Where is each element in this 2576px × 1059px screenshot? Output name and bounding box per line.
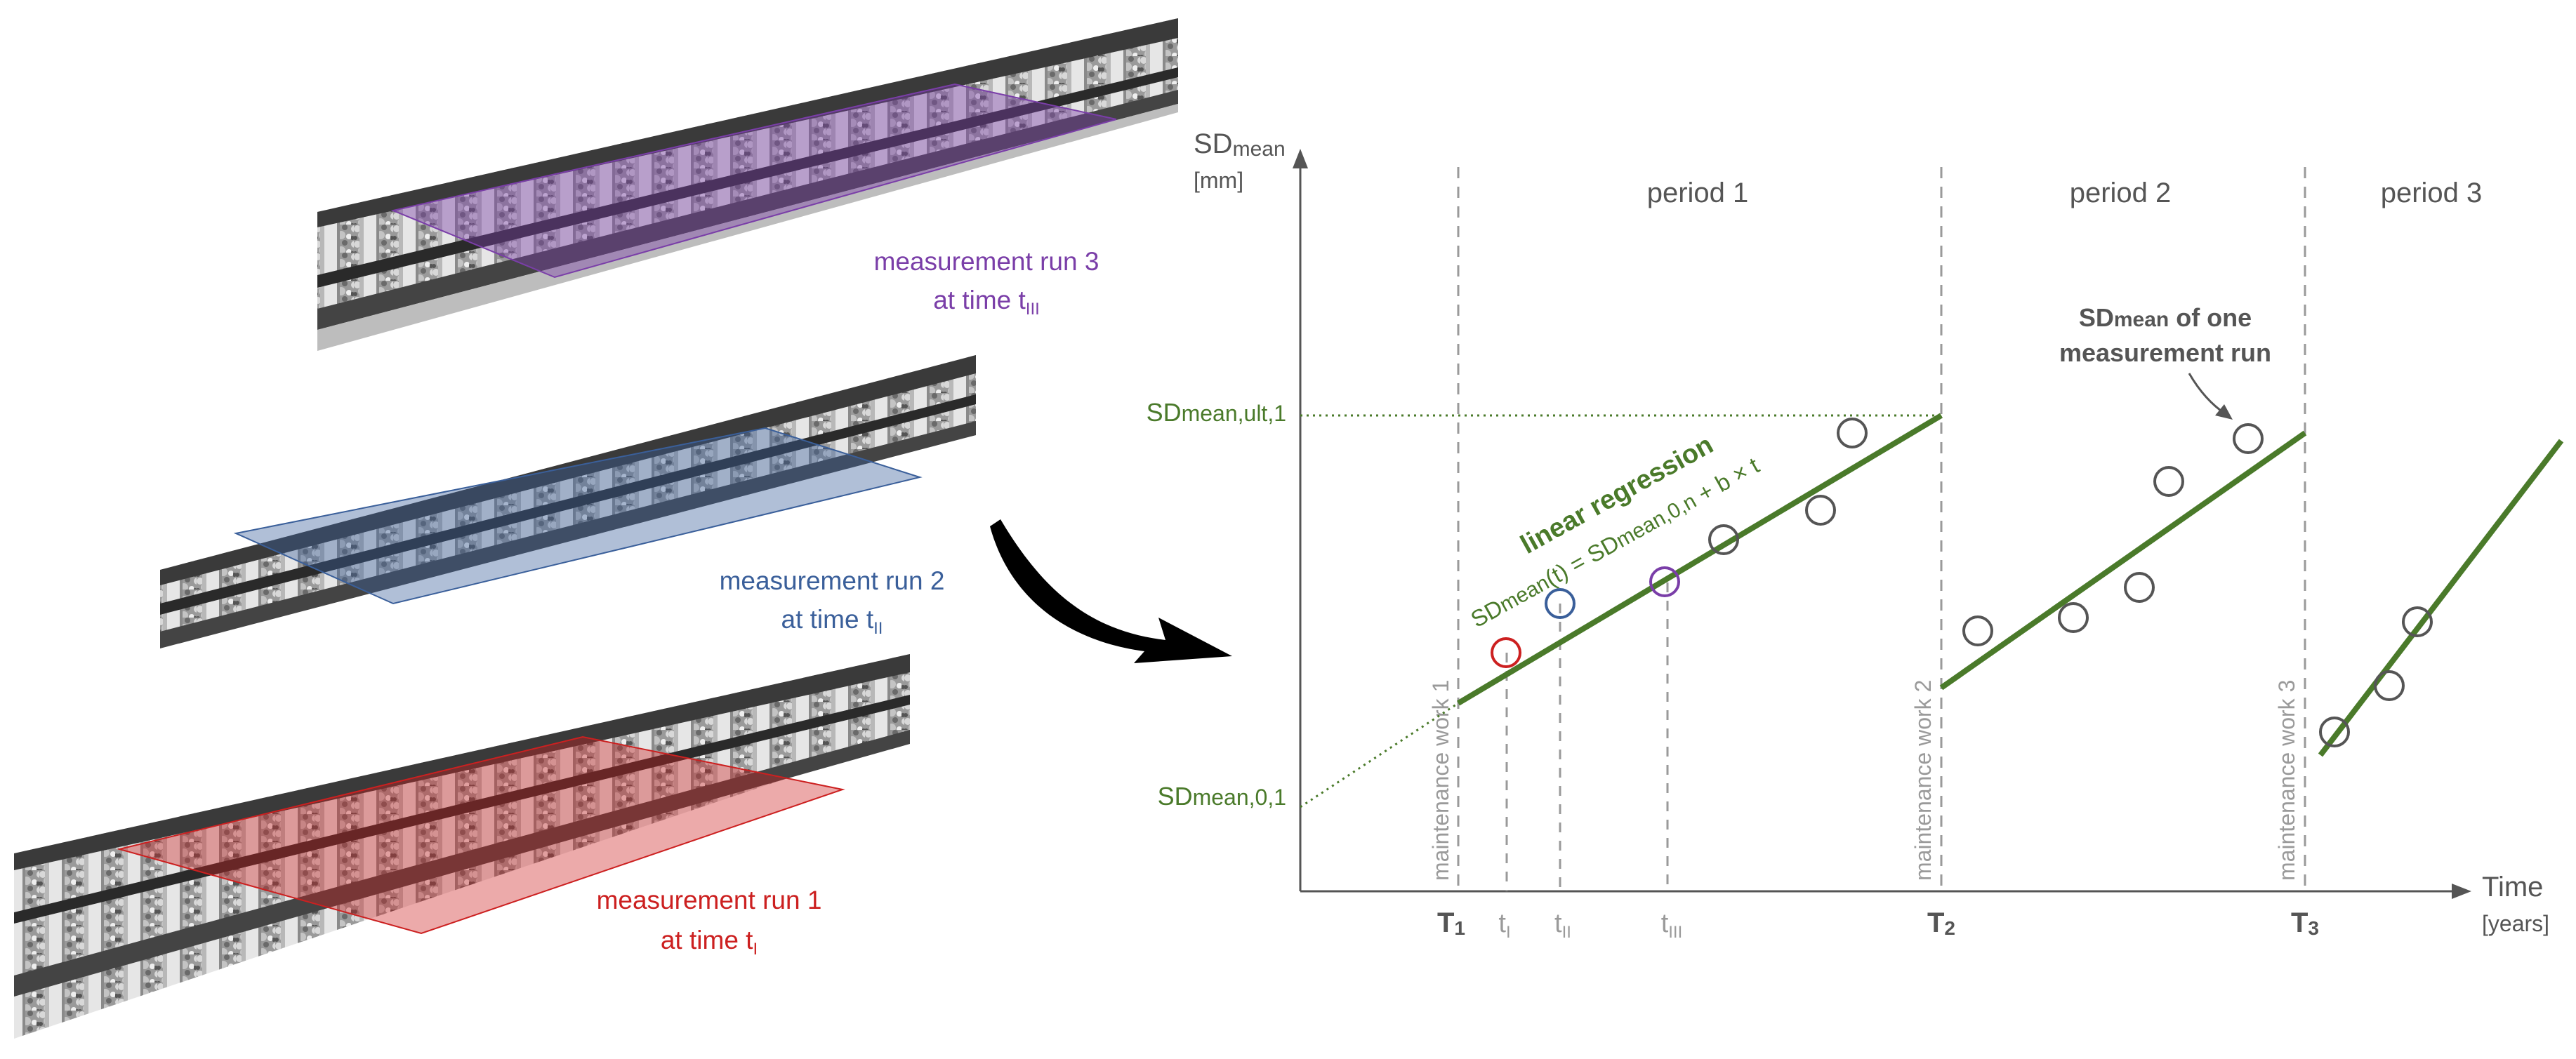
transition-arrow [990,519,1232,663]
data-point [1837,418,1868,448]
track-run-3: measurement run 3 at time tIII [317,18,1178,351]
data-point [1708,524,1739,555]
track-run-1: measurement run 1 at time tI [14,654,910,1039]
measurement-overlay-run-2 [233,427,923,605]
run-1-label: measurement run 1 [597,886,822,914]
period-3-label: period 3 [2381,178,2483,208]
annotation-line-1: SDmean of one [2079,303,2252,332]
data-point [2319,717,2350,747]
maintenance-label-3: maintenance work 3 [2274,680,2299,881]
y-axis-label: SDmean [1194,128,1286,161]
x-axis-unit: [years] [2482,911,2549,936]
y-axis-unit: [mm] [1194,168,1243,193]
annotation-arrowhead-icon [2215,404,2233,420]
sd-zero-label: SDmean,0,1 [1158,782,1286,811]
regression-line-period-1 [1456,413,1943,706]
data-point [2153,466,2184,497]
tick-tII: tII [1554,909,1571,942]
period-1-label: period 1 [1647,178,1749,208]
measurement-overlay-run-1 [117,735,845,935]
data-point [2402,606,2433,637]
tick-T1: T1 [1437,907,1465,939]
run-2-label: measurement run 2 [720,566,945,595]
run-3-time: at time tIII [933,286,1040,319]
maintenance-label-2: maintenance work 2 [1910,680,1936,881]
tick-tI: tI [1498,909,1510,942]
y-axis-arrow-icon [1293,149,1308,168]
data-point [2124,572,2155,603]
data-point [1962,615,1993,646]
x-axis-arrow-icon [2452,884,2471,899]
period-2-label: period 2 [2070,178,2172,208]
x-axis-label: Time [2482,872,2543,903]
point-run-2 [1545,588,1576,619]
annotation-line-2: measurement run [2059,338,2271,367]
point-run-3 [1649,566,1680,597]
run-1-time: at time tI [661,926,758,959]
data-point [2058,602,2089,633]
degradation-chart: SDmean [mm] Time [years] maintenance wor… [1147,128,2564,942]
run-2-time: at time tII [781,605,883,638]
tick-T3: T3 [2291,907,2319,939]
sd-ult-label: SDmean,ult,1 [1147,398,1286,427]
regression-line-period-2 [1939,430,2307,691]
track-run-2: measurement run 2 at time tII [160,355,976,648]
data-point [2374,670,2405,701]
regression-line-period-3 [2318,439,2564,757]
maintenance-label-1: maintenance work 1 [1428,680,1453,881]
data-point [2233,423,2264,454]
point-run-1 [1491,637,1521,668]
run-3-label: measurement run 3 [874,247,1099,276]
data-point [1805,495,1836,526]
annotation-arrow [2188,373,2226,415]
tick-tIII: tIII [1661,909,1683,942]
tick-T2: T2 [1927,907,1955,939]
measurement-overlay-run-3 [390,83,1117,279]
